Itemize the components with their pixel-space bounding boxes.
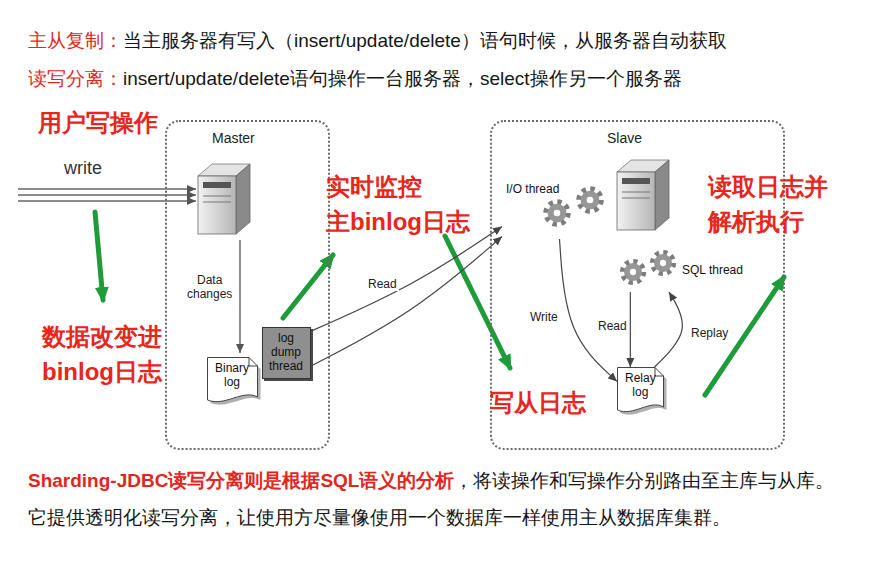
term-heading: 读写分离： xyxy=(28,68,123,89)
server-side xyxy=(655,160,669,230)
write-line xyxy=(18,200,196,201)
connector-arrow xyxy=(311,227,502,332)
node-text: SQL thread xyxy=(682,264,743,278)
gear-icon xyxy=(546,189,674,283)
server-slot xyxy=(203,182,231,188)
master-panel: Binary log log dump thread Master xyxy=(165,120,330,450)
write-line xyxy=(18,188,196,189)
node-text: Binary log xyxy=(215,362,249,390)
server-slot xyxy=(203,202,231,203)
edge-label: Read xyxy=(366,277,399,291)
annotation: 实时监控 主binlog日志 xyxy=(326,170,470,240)
thread-gears: I/O thread xyxy=(502,177,617,239)
summary-highlight: Sharding-JDBC读写分离则是根据SQL语义的分析 xyxy=(28,470,454,491)
node-text: Master xyxy=(212,130,255,146)
edge-label: Write xyxy=(528,310,560,324)
text-line: 主从复制：当主服务器有写入（insert/update/delete）语句时候，… xyxy=(28,30,727,53)
description-text: 当主服务器有写入（insert/update/delete）语句时候，从服务器自… xyxy=(123,30,727,51)
write-arrows xyxy=(18,189,196,201)
annotation: 写从日志 xyxy=(490,386,586,421)
annotation: 数据改变进 binlog日志 xyxy=(42,320,162,390)
server-slot xyxy=(622,192,650,193)
document-fold xyxy=(249,358,258,367)
server-front xyxy=(198,176,236,234)
green-arrow xyxy=(95,212,103,300)
summary-text: 它提供透明化读写分离，让使用方尽量像使用一个数据库一样使用主从数据库集群。 xyxy=(28,507,731,528)
log-document: Binary log xyxy=(207,357,258,405)
server-slot xyxy=(203,196,231,197)
node-text: Slave xyxy=(607,130,642,146)
connectors xyxy=(311,227,682,382)
server-slot xyxy=(622,178,650,184)
term-heading: 主从复制： xyxy=(28,30,123,51)
log-document: Relay log xyxy=(617,367,664,415)
node-text: I/O thread xyxy=(506,183,559,197)
edge-label: Replay xyxy=(689,326,730,340)
green-arrow xyxy=(283,255,333,318)
summary-text: ，将读操作和写操作分别路由至主库与从库。 xyxy=(454,470,834,491)
thread-box: log dump thread xyxy=(262,327,311,379)
document-outline xyxy=(208,358,258,402)
green-arrow xyxy=(445,236,510,368)
edge-label: Read xyxy=(596,319,629,333)
node-text: log dump thread xyxy=(269,332,303,373)
server-front xyxy=(617,172,655,230)
server-slot xyxy=(622,198,650,199)
gear xyxy=(653,253,674,274)
annotation: 读取日志并 解析执行 xyxy=(708,170,828,240)
text-line: Sharding-JDBC读写分离则是根据SQL语义的分析，将读操作和写操作分别… xyxy=(28,470,834,493)
write-line xyxy=(18,194,196,195)
thread-gears: SQL thread xyxy=(620,250,749,292)
server-icon xyxy=(198,164,250,234)
green-arrows xyxy=(95,212,784,395)
gear xyxy=(579,189,601,211)
description-text: insert/update/delete语句操作一台服务器，select操作另一… xyxy=(123,68,682,89)
data-changes-arrow xyxy=(239,240,240,353)
write-label: write xyxy=(64,158,102,179)
text-line: 读写分离：insert/update/delete语句操作一台服务器，selec… xyxy=(28,68,682,91)
connector-arrow xyxy=(560,239,618,381)
arrow-label: Data changes xyxy=(187,274,232,302)
gear xyxy=(623,262,644,283)
annotation: 用户写操作 xyxy=(38,106,158,141)
document-fold xyxy=(655,368,664,377)
connector-arrow xyxy=(655,292,683,367)
node-text: Relay log xyxy=(625,372,656,400)
connector-arrow xyxy=(311,237,502,366)
gear xyxy=(546,202,568,224)
connector-arrow xyxy=(630,292,631,367)
server-icon xyxy=(617,160,669,230)
server-side xyxy=(236,164,250,234)
text-line: 它提供透明化读写分离，让使用方尽量像使用一个数据库一样使用主从数据库集群。 xyxy=(28,507,731,530)
document-outline xyxy=(618,368,664,412)
